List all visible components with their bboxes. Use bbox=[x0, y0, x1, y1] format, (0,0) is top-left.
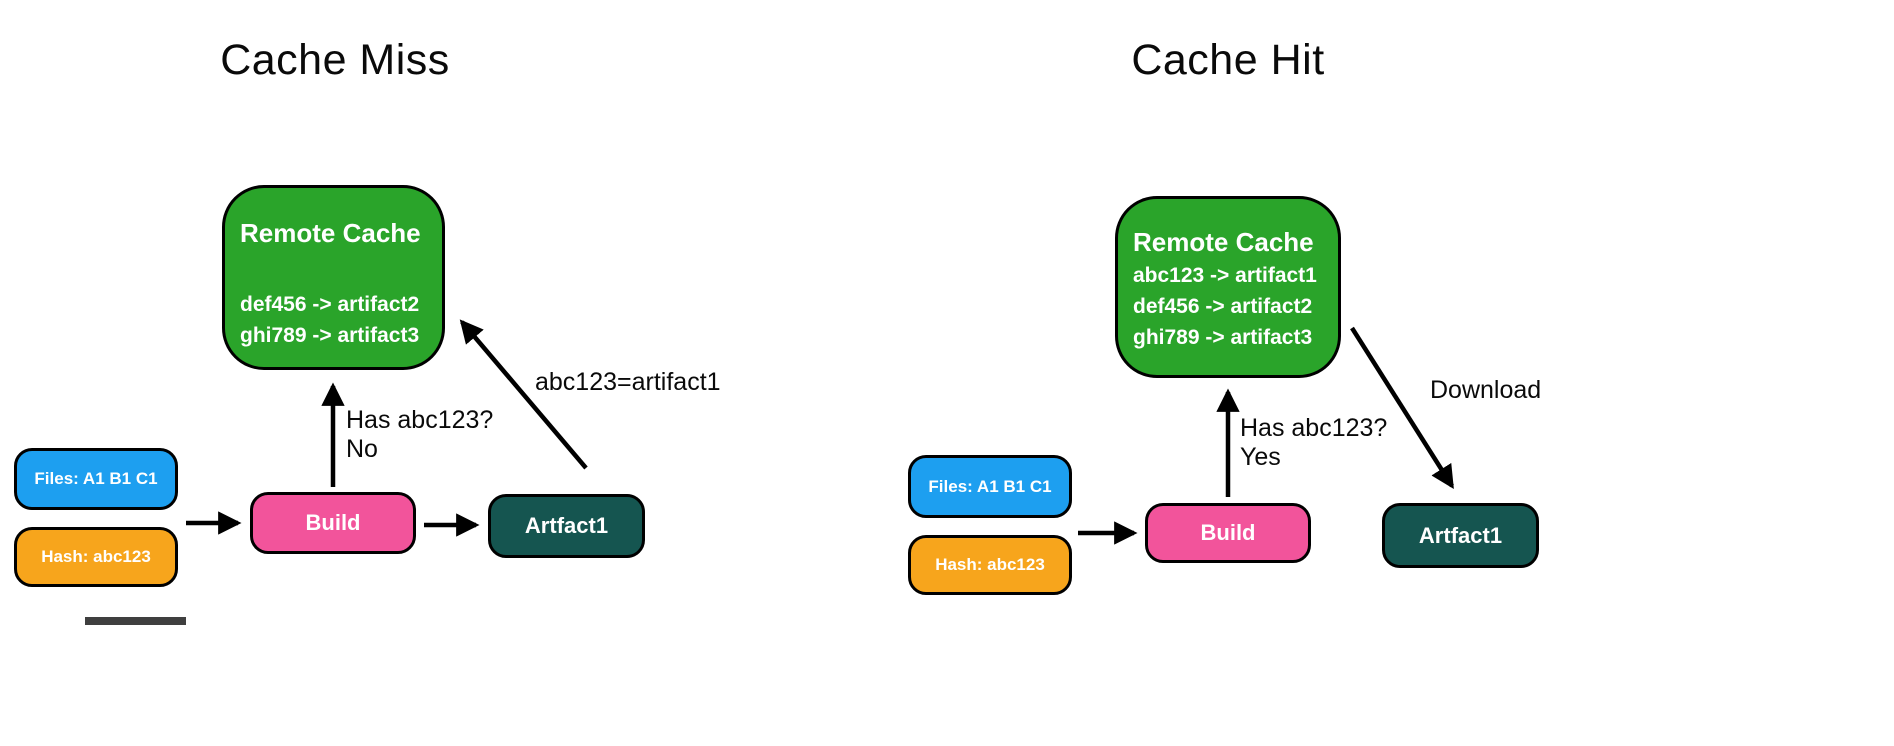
bottom-left-bar bbox=[85, 617, 186, 625]
hash-box-hit: Hash: abc123 bbox=[908, 535, 1072, 595]
cache-miss-title: Cache Miss bbox=[220, 36, 450, 84]
remote-cache-entry: def456 -> artifact2 bbox=[1133, 295, 1313, 318]
has-hash-query: Has abc123? bbox=[1240, 414, 1388, 442]
build-box-hit: Build bbox=[1145, 503, 1311, 563]
has-hash-answer: Yes bbox=[1240, 443, 1281, 471]
remote-cache-entry: def456 -> artifact2 bbox=[240, 293, 420, 316]
download-label: Download bbox=[1430, 376, 1542, 404]
remote-cache-box-hit: Remote Cache abc123 -> artifact1 def456 … bbox=[1115, 196, 1341, 378]
remote-cache-title: Remote Cache bbox=[1133, 227, 1314, 257]
upload-label: abc123=artifact1 bbox=[535, 368, 721, 396]
remote-cache-box-miss: Remote Cache def456 -> artifact2 ghi789 … bbox=[222, 185, 445, 370]
remote-cache-entry: ghi789 -> artifact3 bbox=[1133, 326, 1313, 349]
hash-box-miss: Hash: abc123 bbox=[14, 527, 178, 587]
has-hash-label-miss: Has abc123? No bbox=[346, 406, 493, 464]
has-hash-answer: No bbox=[346, 435, 378, 463]
remote-cache-entries: def456 -> artifact2 ghi789 -> artifact3 bbox=[240, 289, 428, 351]
files-box-miss: Files: A1 B1 C1 bbox=[14, 448, 178, 510]
artifact-box-miss: Artfact1 bbox=[488, 494, 645, 558]
remote-cache-entry: ghi789 -> artifact3 bbox=[240, 324, 420, 347]
remote-cache-entry: abc123 -> artifact1 bbox=[1133, 264, 1317, 287]
build-box-miss: Build bbox=[250, 492, 416, 554]
remote-cache-entries: abc123 -> artifact1 def456 -> artifact2 … bbox=[1133, 260, 1324, 353]
has-hash-label-hit: Has abc123? Yes bbox=[1240, 414, 1387, 472]
files-box-hit: Files: A1 B1 C1 bbox=[908, 455, 1072, 518]
artifact-box-hit: Artfact1 bbox=[1382, 503, 1539, 568]
has-hash-query: Has abc123? bbox=[346, 406, 494, 434]
remote-cache-title: Remote Cache bbox=[240, 218, 421, 248]
cache-hit-title: Cache Hit bbox=[1131, 36, 1325, 84]
